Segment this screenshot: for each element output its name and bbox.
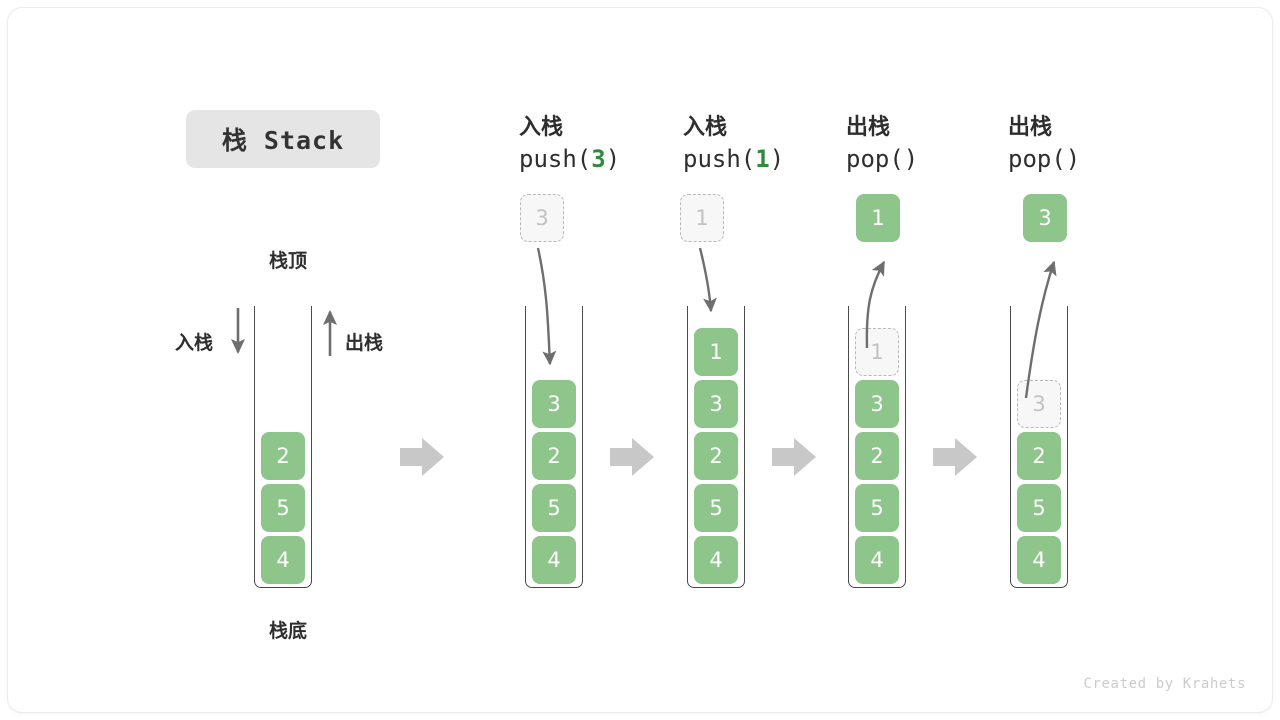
code-prefix: push( xyxy=(519,145,592,173)
push-1-motion-arrow xyxy=(698,247,717,313)
floating-cell-push-1: 1 xyxy=(680,194,724,242)
stack-cell: 5 xyxy=(694,484,738,532)
column-header-cn-pop-2: 出栈 xyxy=(1008,114,1053,139)
stack-cells-pop-2: 3 2 5 4 xyxy=(1011,380,1067,584)
stack-cell: 4 xyxy=(694,536,738,584)
flow-arrow-4 xyxy=(933,438,977,476)
stack-cell: 5 xyxy=(1017,484,1061,532)
stack-container-push-1: 1 3 2 5 4 xyxy=(687,306,745,588)
flow-arrow-2 xyxy=(610,438,654,476)
stack-cell: 2 xyxy=(532,432,576,480)
title-badge: 栈 Stack xyxy=(186,110,380,168)
stack-cell: 2 xyxy=(694,432,738,480)
column-header-pop-1: 出栈 pop() xyxy=(846,112,1026,176)
column-header-cn-push-3: 入栈 xyxy=(519,114,564,139)
column-header-code-push-1: push(1) xyxy=(683,142,863,176)
stack-cell: 4 xyxy=(855,536,899,584)
code-arg: 1 xyxy=(755,145,770,173)
stack-cell: 4 xyxy=(261,536,305,584)
column-header-code-push-3: push(3) xyxy=(519,142,699,176)
diagram-card: 栈 Stack 入栈 push(3) 入栈 push(1) 出栈 pop() 出… xyxy=(8,8,1272,712)
stack-cell: 5 xyxy=(855,484,899,532)
stack-container-pop-2: 3 2 5 4 xyxy=(1010,306,1068,588)
stack-cell: 3 xyxy=(694,380,738,428)
stack-cell-ghost: 3 xyxy=(1017,380,1061,428)
column-header-push-1: 入栈 push(1) xyxy=(683,112,863,176)
flow-arrow-1 xyxy=(400,438,444,476)
floating-cell-pop-1: 1 xyxy=(856,194,900,242)
stack-cell: 2 xyxy=(261,432,305,480)
column-header-cn-pop-1: 出栈 xyxy=(846,114,891,139)
credit-text: Created by Krahets xyxy=(1083,676,1246,692)
stack-cell: 4 xyxy=(1017,536,1061,584)
stack-cell-ghost: 1 xyxy=(855,328,899,376)
flow-arrow-3 xyxy=(772,438,816,476)
column-header-code-pop-1: pop() xyxy=(846,142,1026,176)
diagram-canvas: 栈 Stack 入栈 push(3) 入栈 push(1) 出栈 pop() 出… xyxy=(8,8,1272,712)
code-suffix: ) xyxy=(769,145,785,173)
stack-container-initial: 2 5 4 xyxy=(254,306,312,588)
floating-cell-pop-2: 3 xyxy=(1023,194,1067,242)
code-prefix: pop( xyxy=(1008,145,1066,173)
stack-cell: 1 xyxy=(694,328,738,376)
stack-cell: 4 xyxy=(532,536,576,584)
code-suffix: ) xyxy=(605,145,621,173)
stack-cell: 5 xyxy=(532,484,576,532)
stack-cells-push-1: 1 3 2 5 4 xyxy=(688,328,744,584)
stack-container-pop-1: 1 3 2 5 4 xyxy=(848,306,906,588)
stack-cell: 5 xyxy=(261,484,305,532)
stack-cells-pop-1: 1 3 2 5 4 xyxy=(849,328,905,584)
stack-cell: 2 xyxy=(1017,432,1061,480)
stack-cell: 3 xyxy=(855,380,899,428)
stack-container-push-3: 3 2 5 4 xyxy=(525,306,583,588)
column-header-push-3: 入栈 push(3) xyxy=(519,112,699,176)
column-header-code-pop-2: pop() xyxy=(1008,142,1188,176)
stack-cell: 2 xyxy=(855,432,899,480)
column-header-cn-push-1: 入栈 xyxy=(683,114,728,139)
stack-cells-initial: 2 5 4 xyxy=(255,432,311,584)
code-arg: 3 xyxy=(591,145,606,173)
stack-cell: 3 xyxy=(532,380,576,428)
stack-bottom-label: 栈底 xyxy=(268,621,307,642)
code-prefix: push( xyxy=(683,145,756,173)
stack-cells-push-3: 3 2 5 4 xyxy=(526,380,582,584)
code-suffix: ) xyxy=(1065,145,1081,173)
code-prefix: pop( xyxy=(846,145,904,173)
code-suffix: ) xyxy=(903,145,919,173)
pop-direction-label: 出栈 xyxy=(345,333,384,354)
column-header-pop-2: 出栈 pop() xyxy=(1008,112,1188,176)
push-direction-label: 入栈 xyxy=(175,333,214,354)
floating-cell-push-3: 3 xyxy=(520,194,564,242)
stack-top-label: 栈顶 xyxy=(268,251,307,272)
